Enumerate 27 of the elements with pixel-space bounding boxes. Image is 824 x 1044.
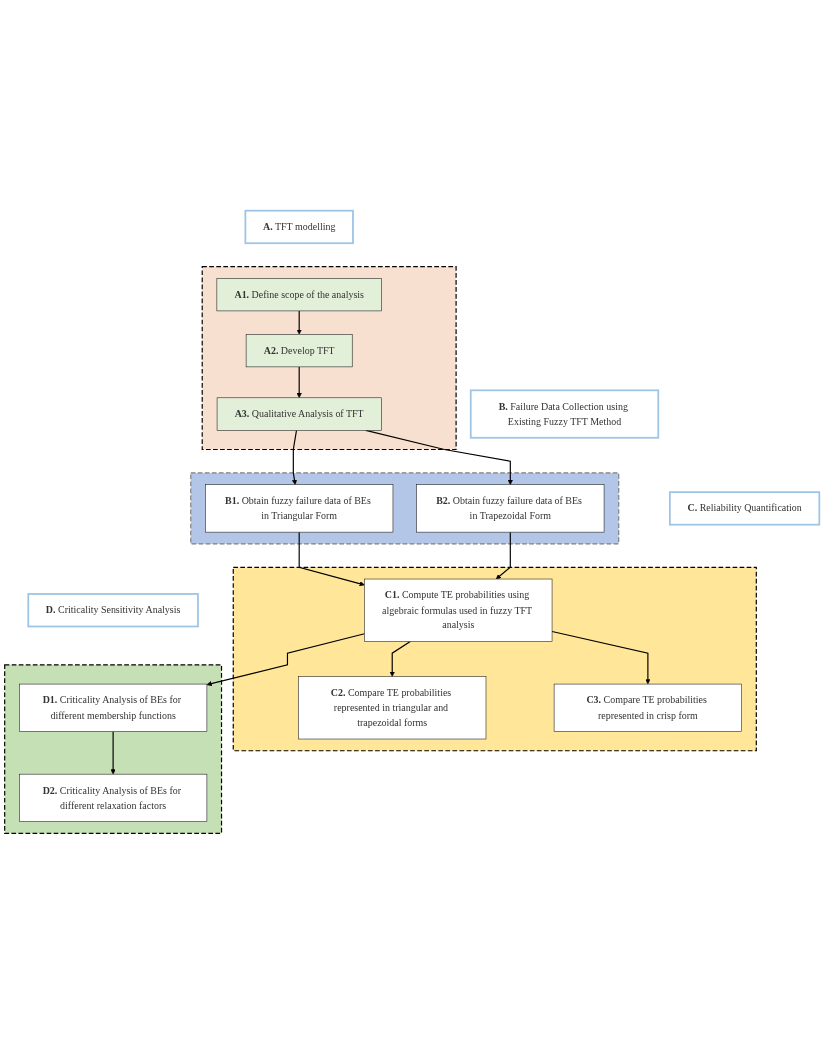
node-box: B. Failure Data Collection using Existing Fuzzy TFT Method [469,389,660,439]
arrow [110,730,116,775]
arrow [495,531,511,580]
node-box: C3. Compare TE probabilities represented in crisp form [553,683,742,732]
node-box: A2. Develop TFT [245,334,353,368]
arrow [296,366,302,398]
arrow [551,630,651,685]
cluster [232,566,757,752]
node-box: A. TFT modelling [244,209,354,245]
arrow [206,633,366,687]
node-box: C2. Compare TE probabilities represented in triangular and trapezoidal forms [298,676,487,740]
node-box: A3. Qualitative Analysis of TFT [216,397,382,431]
node-box: D1. Criticality Analysis of BEs for different membership functions [19,683,208,732]
node-box: A1. Define scope of the analysis [216,278,382,312]
node-box: D2. Criticality Analysis of BEs for different relaxation factors [19,773,208,822]
cluster [190,472,620,545]
arrow [298,531,365,587]
cluster [4,664,223,834]
node-box: D. Criticality Sensitivity Analysis [27,593,199,628]
node-box: C. Reliability Quantification [669,491,821,526]
cluster [201,266,457,451]
node-box: C1. Compute TE probabilities using algebraic formulas used in fuzzy TFT analysis [364,578,553,642]
arrow [296,310,302,335]
node-box: B2. Obtain fuzzy failure data of BEs in Trapezoidal Form [416,484,605,533]
arrow [291,429,298,485]
arrow [389,640,411,677]
node-box: B1. Obtain fuzzy failure data of BEs in Triangular Form [205,484,394,533]
